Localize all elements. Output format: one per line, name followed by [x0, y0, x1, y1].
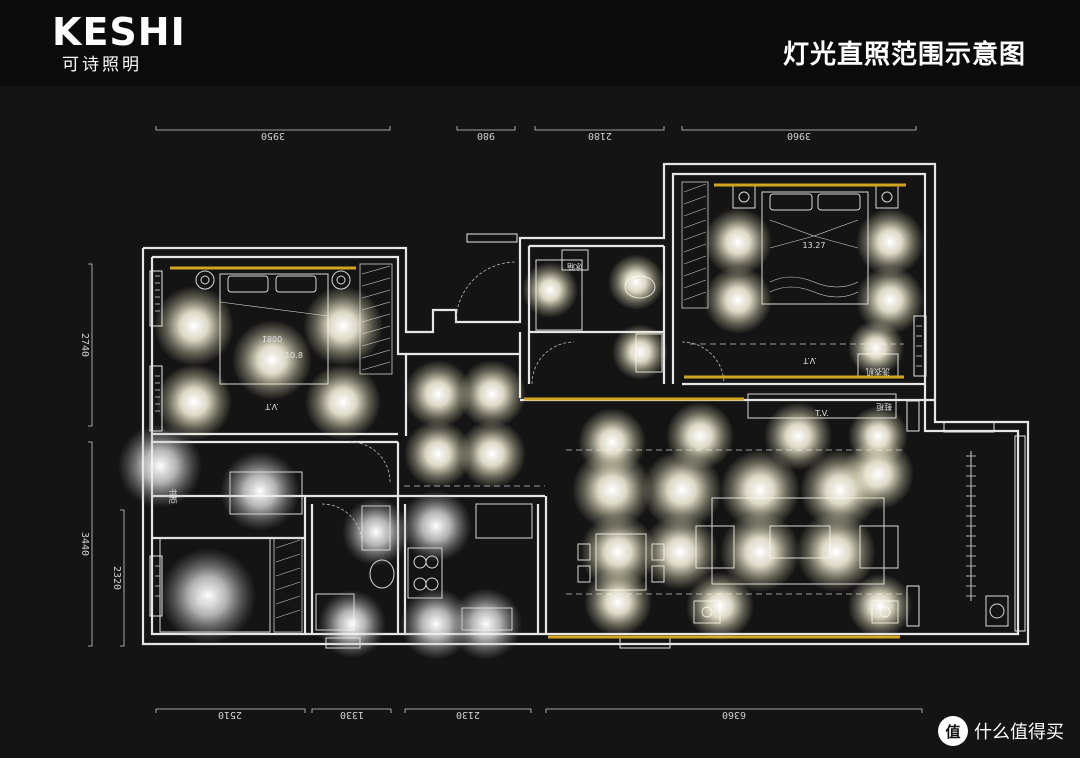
smzdm-logo-icon: 值 [938, 716, 968, 746]
dim-top-2: 980 [477, 130, 495, 141]
floor-plan-drawing: 3950 980 2180 3960 2510 1330 2130 6360 2… [79, 126, 1030, 720]
dim-bottom-3: 2130 [456, 709, 480, 720]
label-shoe: 鞋柜 [876, 402, 892, 412]
dim-top-3: 2180 [588, 130, 612, 141]
dim-left-2: 3440 [79, 532, 90, 556]
watermark-text: 什么值得买 [974, 722, 1064, 743]
floor-plan: 3950 980 2180 3960 2510 1330 2130 6360 2… [0, 86, 1080, 758]
dim-left-3: 2320 [111, 566, 122, 590]
dim-top-1: 3950 [261, 130, 285, 141]
label-area-master: 13.27 [803, 241, 826, 250]
dimension-lines [88, 126, 923, 713]
label-tv-left: T.V. [264, 402, 278, 411]
dim-bottom-1: 2510 [218, 709, 242, 720]
label-fridge: 冰箱 [567, 262, 583, 272]
brand-logo: KESHI [52, 10, 186, 54]
dim-left-1: 2740 [79, 333, 90, 357]
dim-top-4: 3960 [787, 130, 811, 141]
dim-bottom-4: 6360 [722, 709, 746, 720]
label-tv-living: T.V. [814, 409, 828, 418]
label-cabinet: 书柜 [168, 488, 178, 504]
downlight-points [192, 240, 892, 608]
page-title: 灯光直照范围示意图 [782, 40, 1026, 70]
label-washer: 洗衣机 [866, 367, 890, 377]
brand-subtitle: 可诗照明 [62, 55, 142, 75]
label-bed-size: 1800 [262, 334, 282, 343]
label-area-left: 10.8 [285, 351, 303, 360]
label-tv-master: T.V. [802, 356, 816, 365]
watermark: 值 什么值得买 [938, 716, 1064, 746]
dim-bottom-2: 1330 [340, 709, 364, 720]
header: KESHI 可诗照明 灯光直照范围示意图 [0, 0, 1080, 86]
label-wash-area: 洗漱 [196, 596, 212, 606]
